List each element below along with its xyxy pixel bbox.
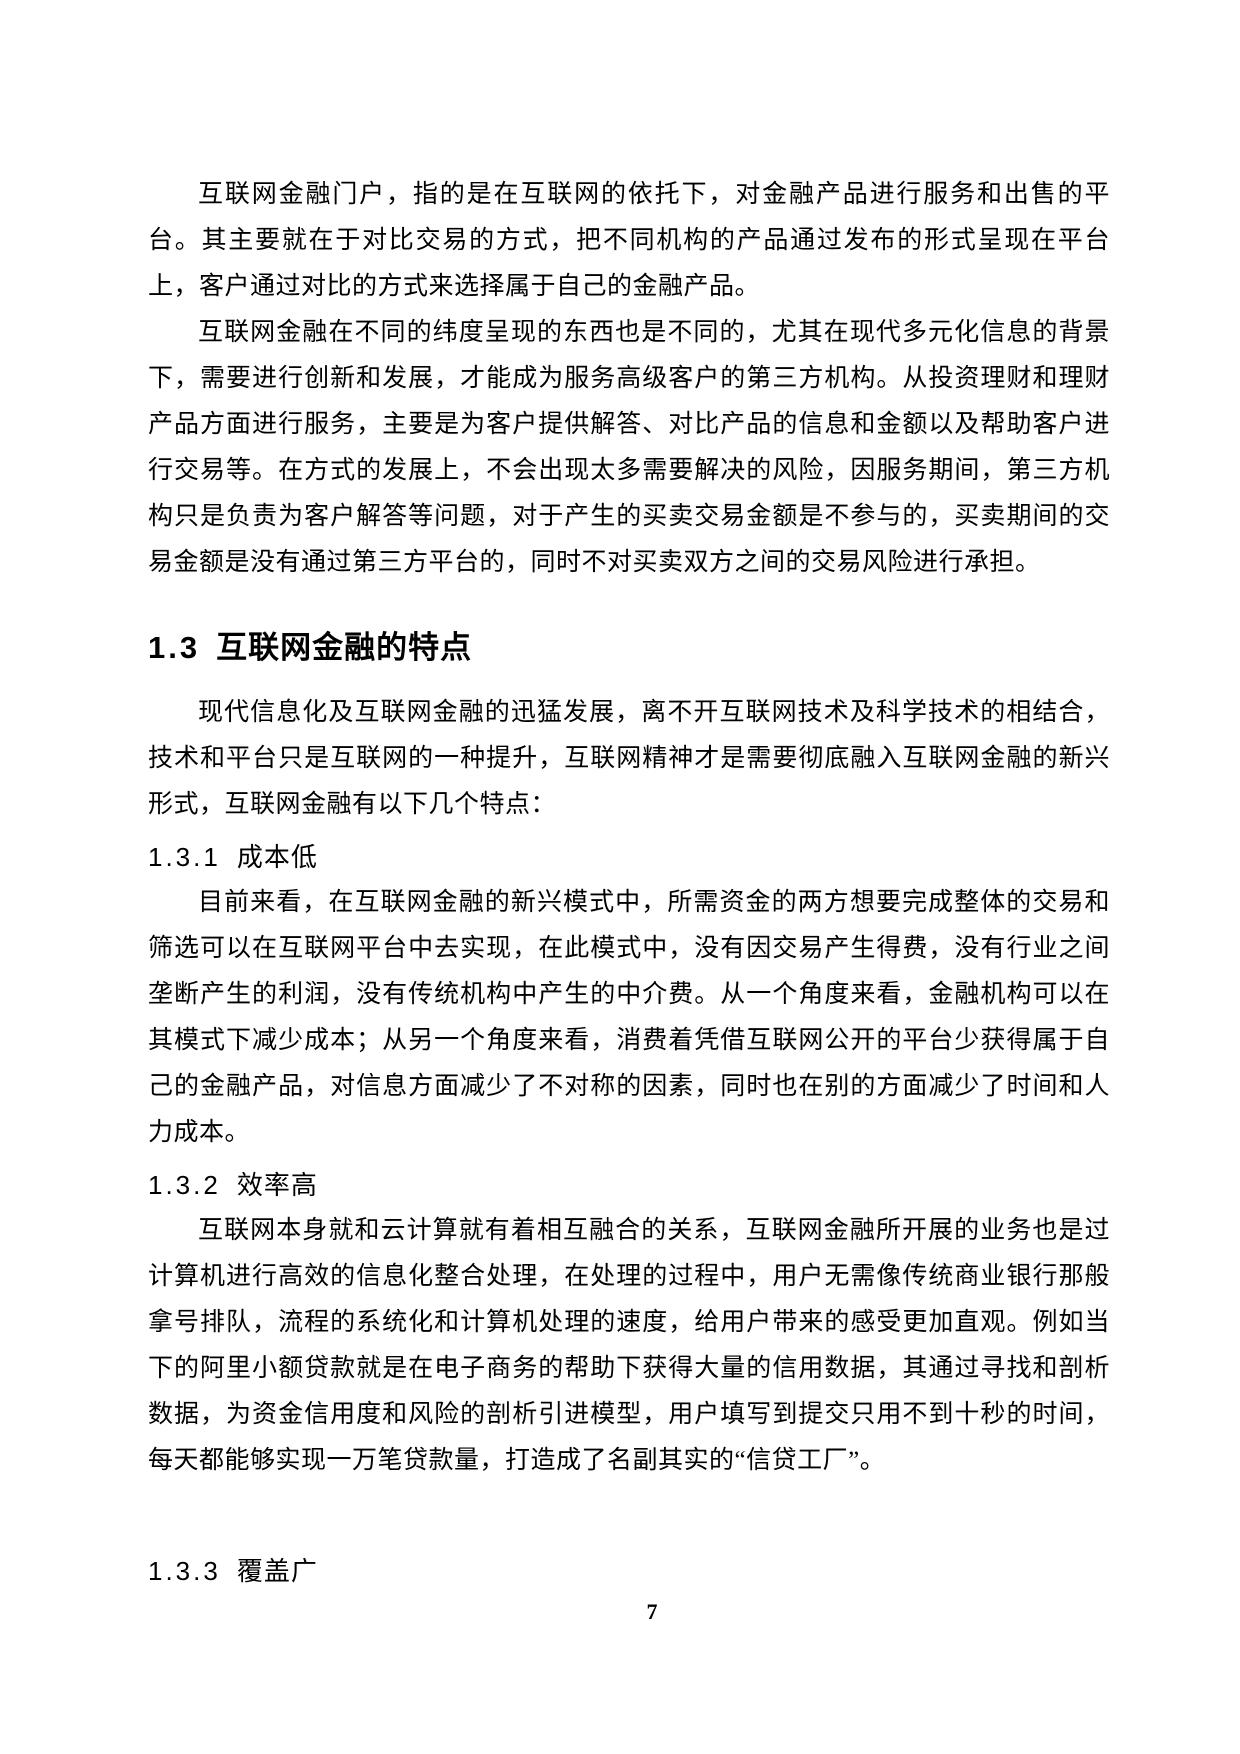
subsection-heading-1-3-1: 1.3.1 成本低 xyxy=(148,834,1110,880)
section-heading-number: 1.3 xyxy=(148,630,201,665)
paragraph-internet-finance-dimensions: 互联网金融在不同的纬度呈现的东西也是不同的，尤其在现代多元化信息的背景下，需要进… xyxy=(148,319,1110,576)
section-heading-title: 互联网金融的特点 xyxy=(216,630,473,665)
subsection-1-3-2-number: 1.3.2 xyxy=(148,1170,221,1200)
paragraph-internet-finance-features-intro: 现代信息化及互联网金融的迅猛发展，离不开互联网技术及科学技术的相结合，技术和平台… xyxy=(148,699,1110,818)
subsection-heading-1-3-2: 1.3.2 效率高 xyxy=(148,1162,1110,1208)
subsection-1-3-2-title: 效率高 xyxy=(236,1170,318,1200)
page-footer: 7 xyxy=(0,1598,1240,1626)
paragraph-internet-finance-portal: 互联网金融门户，指的是在互联网的依托下，对金融产品进行服务和出售的平台。其主要就… xyxy=(148,181,1110,300)
subsection-1-3-3-title: 覆盖广 xyxy=(236,1556,318,1586)
paragraph-low-cost: 目前来看，在互联网金融的新兴模式中，所需资金的两方想要完成整体的交易和筛选可以在… xyxy=(148,889,1110,1146)
section-heading-1-3: 1.3 互联网金融的特点 xyxy=(148,626,1110,670)
subsection-1-3-3-number: 1.3.3 xyxy=(148,1556,221,1586)
page-number: 7 xyxy=(646,1599,658,1624)
subsection-1-3-1-number: 1.3.1 xyxy=(148,842,221,872)
subsection-heading-1-3-3: 1.3.3 覆盖广 xyxy=(148,1548,1110,1594)
page-content: 互联网金融门户，指的是在互联网的依托下，对金融产品进行服务和出售的平台。其主要就… xyxy=(148,172,1110,1594)
subsection-1-3-1-title: 成本低 xyxy=(236,842,318,872)
paragraph-high-efficiency: 互联网本身就和云计算就有着相互融合的关系，互联网金融所开展的业务也是过计算机进行… xyxy=(148,1217,1110,1474)
